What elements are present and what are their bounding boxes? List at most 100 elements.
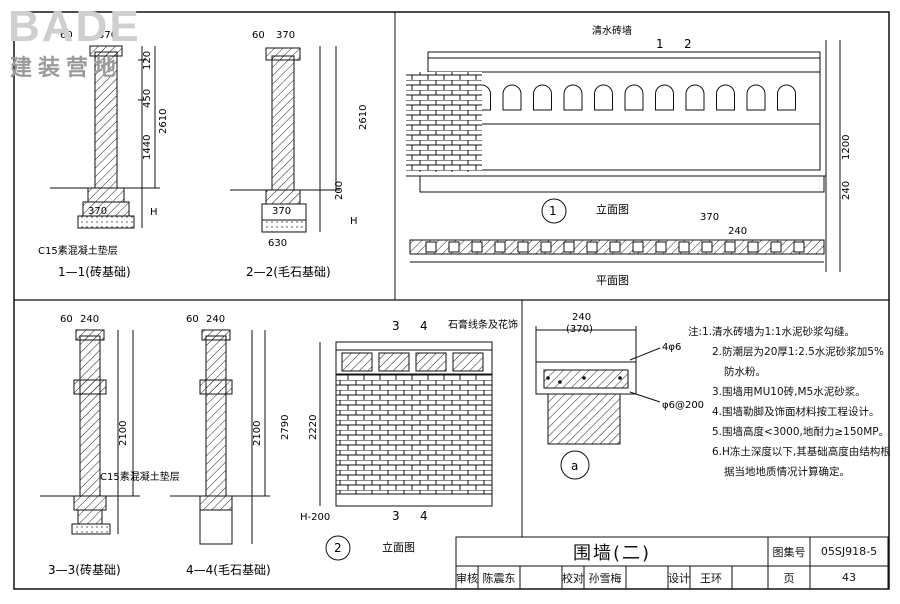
flower-panel [341,352,373,372]
plan-gap [655,241,667,253]
dim-370-a: 370 [98,30,117,41]
plan-gap [770,241,782,253]
plan-gap [632,241,644,253]
dim-120-a: 120 [142,51,153,70]
caption-1-1: 1—1(砖基础) [58,264,131,279]
arch-opening [594,84,613,111]
plan-gap [471,241,483,253]
plan-gap [747,241,759,253]
dim-H-a: H [150,207,158,218]
arch-opening [746,84,766,111]
dim-2610-a: 2610 [158,109,169,134]
arch-opening [563,84,583,111]
dim-2790: 2790 [280,415,291,440]
dim-H-200: H-200 [300,512,330,523]
arch-opening [777,84,796,111]
note-2b: 防水粉。 [724,366,766,378]
dim-370-e: 370 [700,212,719,223]
dim-450-a: 450 [142,89,153,108]
section-2-2 [230,46,340,233]
elev1-name: 立面图 [596,202,629,216]
dim-240-e: 240 [572,312,591,323]
brand-logo: BADE 建装营地 [8,2,178,81]
plan-name: 平面图 [596,274,629,287]
dim-370-paren: (370) [566,324,593,335]
title-block: 围墙(二) 图集号 05SJ918-5 审核 陈震东 校对 孙雪梅 设计 王环 … [456,537,888,589]
elev2-name: 立面图 [382,540,415,554]
arch-opening [624,84,644,111]
dim-240-d: 240 [206,314,225,325]
reviewer-name: 陈震东 [482,571,516,585]
note-4: 4.围墙勒脚及饰面材料按工程设计。 [712,406,880,418]
drawing-labels: 60 370 120 450 2610 1440 H 370 C15素混凝土垫层… [38,24,852,577]
dim-370-d: 370 [272,206,291,217]
section-1-1 [50,45,160,229]
dim-240-b: 240 [728,226,747,237]
plan-gap [609,241,621,253]
cut-4-b: 4 [420,509,428,523]
elevation-1 [406,40,841,272]
dim-60-c: 60 [60,314,73,325]
dim-2100-a: 2100 [118,421,129,446]
pad-label-1: C15素混凝土垫层 [38,244,118,257]
rebar-label: 4φ6 [662,342,681,353]
elev1-tag: 1 [549,204,557,218]
caption-2-2: 2—2(毛石基础) [246,265,331,279]
arch-opening [655,84,674,111]
dim-2220: 2220 [308,415,319,440]
note-3: 3.围墙用MU10砖,M5水泥砂浆。 [712,386,866,398]
plan-gap [425,241,437,253]
plan-gap [724,241,736,253]
brick-wall-label: 清水砖墙 [592,24,632,37]
flower-panel [452,352,484,372]
note-6b: 据当地地质情况计算确定。 [724,466,850,478]
note-1: 1.清水砖墙为1:1水泥砂浆勾缝。 [702,326,855,338]
stirrup-label: φ6@200 [662,400,704,411]
drawing-title: 围墙(二) [572,542,652,564]
elevation-2 [319,341,493,561]
plan-gap [563,241,575,253]
gypsum-label: 石膏线条及花饰 [448,318,518,331]
arch-opening [502,84,522,111]
dim-370-b: 370 [88,206,107,217]
notes-block: 注:1.清水砖墙为1:1水泥砂浆勾缝。 2.防潮层为20厚1:2.5水泥砂浆加5… [688,322,891,482]
cut-4: 4 [420,319,428,333]
cut-1: 1 [656,37,664,51]
dim-240-a: 240 [841,181,852,200]
check-label: 校对 [562,571,584,585]
arch-opening [716,84,735,111]
plan-gap [517,241,529,253]
dim-200-a: 200 [334,181,345,200]
note-2a: 2.防潮层为20厚1:2.5水泥砂浆加5% [712,346,884,358]
title-block-grid [455,536,889,590]
dim-1440-a: 1440 [142,135,153,160]
note-5: 5.围墙高度<3000,地耐力≥150MP。 [712,426,890,438]
page-label: 页 [783,571,795,585]
elev2-tag: 2 [334,541,342,555]
dim-1200: 1200 [841,135,852,160]
cut-3-b: 3 [392,509,400,523]
brand-logo-cn: 建装营地 [10,56,123,81]
dim-60-a: 60 [60,30,73,41]
plan-gap [586,241,598,253]
section-4-4 [170,329,270,545]
note-line: 注:1.清水砖墙为1:1水泥砂浆勾缝。 [688,322,888,342]
checker-name: 孙雪梅 [588,571,622,585]
plan-gap [793,241,805,253]
atlas-label: 图集号 [772,545,806,559]
caption-3-3: 3—3(砖基础) [48,562,121,577]
pad-label-3: C15素混凝土垫层 [100,470,180,483]
design-label: 设计 [668,571,690,585]
plan-gap [678,241,690,253]
review-label: 审核 [456,571,478,585]
arch-opening [533,84,552,111]
page-number: 43 [842,571,856,584]
arch-opening [685,84,705,111]
dim-2100-b: 2100 [252,421,263,446]
flower-panel [415,352,447,372]
section-3-3 [40,329,140,535]
brand-logo-text: BADE [8,2,141,51]
caption-4-4: 4—4(毛石基础) [186,563,271,577]
